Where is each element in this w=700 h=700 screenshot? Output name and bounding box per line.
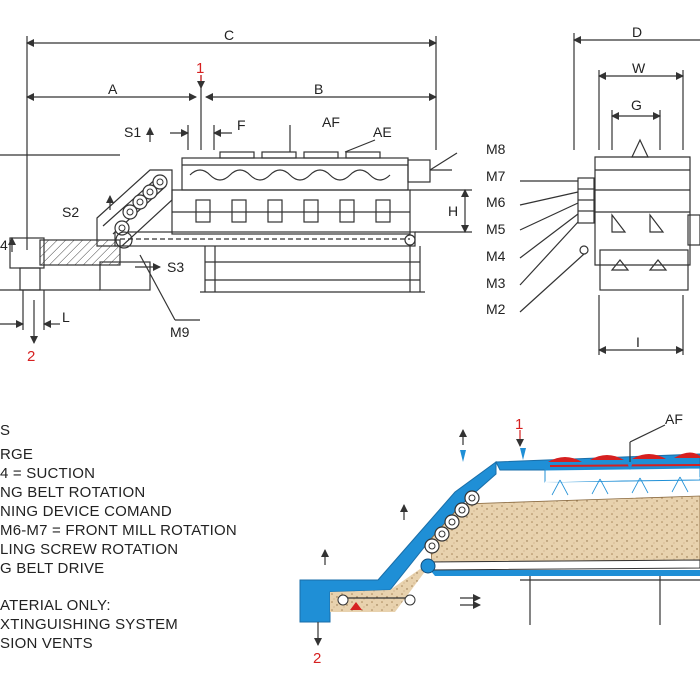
legend-line-7: LING SCREW ROTATION [0, 541, 179, 558]
label-m9: M9 [170, 324, 190, 340]
legend-line-1: S [0, 422, 11, 439]
legend-line-4: NG BELT ROTATION [0, 484, 146, 501]
label-af: AF [322, 114, 340, 130]
legend-line-12: SION VENTS [0, 635, 93, 652]
label-b: B [314, 81, 323, 97]
legend-line-2: RGE [0, 446, 34, 463]
label-f: F [237, 117, 246, 133]
section-view [299, 424, 700, 646]
label-section-af: AF [665, 411, 683, 427]
label-i: I [636, 334, 640, 350]
label-s3: S3 [167, 259, 184, 275]
front-view-labels: D W G I M8 M7 M6 M5 M4 M3 M2 [486, 24, 646, 350]
label-section-2: 2 [313, 650, 321, 667]
label-m2: M2 [486, 301, 506, 317]
label-d: D [632, 24, 642, 40]
section-view-labels: AF 1 2 [313, 411, 683, 667]
front-view [429, 33, 700, 355]
label-m3: M3 [486, 275, 506, 291]
label-m7: M7 [486, 168, 506, 184]
legend-line-11: XTINGUISHING SYSTEM [0, 616, 178, 633]
legend-line-10: ATERIAL ONLY: [0, 597, 111, 614]
infeed-conveyor [39, 239, 121, 266]
top-hood [181, 157, 409, 191]
side-view-labels: C A B 1 F AF AE S1 S2 S3 H L M9 2 4 [0, 27, 458, 365]
legend-line-3: 4 = SUCTION [0, 465, 96, 482]
label-w: W [632, 60, 646, 76]
legend-line-5: NING DEVICE COMAND [0, 503, 172, 520]
label-s2: S2 [62, 204, 79, 220]
label-l: L [62, 309, 70, 325]
material-bed [429, 495, 700, 563]
label-4: 4 [0, 237, 8, 253]
label-m5: M5 [486, 221, 506, 237]
motor-m8 [407, 159, 431, 183]
label-c: C [224, 27, 234, 43]
legend-line-8: G BELT DRIVE [0, 560, 105, 577]
legend-line-6: M6-M7 = FRONT MILL ROTATION [0, 522, 237, 539]
label-a: A [108, 81, 118, 97]
label-outlet-2: 2 [27, 348, 35, 365]
label-h: H [448, 203, 458, 219]
front-cabinet [594, 156, 691, 266]
label-inlet-1: 1 [196, 60, 204, 77]
label-m6: M6 [486, 194, 506, 210]
label-s1: S1 [124, 124, 141, 140]
side-view [0, 36, 472, 344]
label-ae: AE [373, 124, 392, 140]
label-g: G [631, 97, 642, 113]
label-section-1: 1 [515, 416, 523, 433]
label-m4: M4 [486, 248, 506, 264]
label-m8: M8 [486, 141, 506, 157]
